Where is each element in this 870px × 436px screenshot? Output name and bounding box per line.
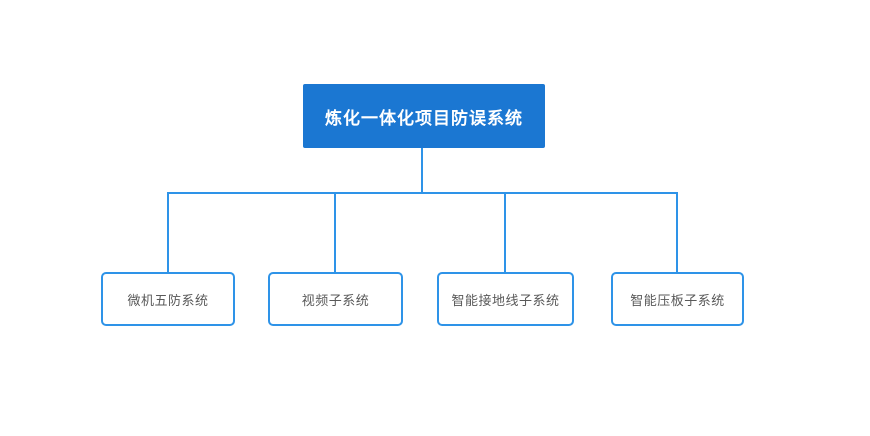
org-chart-child-node-4[interactable]: 智能压板子系统 bbox=[611, 272, 744, 326]
org-chart-child-node-1[interactable]: 微机五防系统 bbox=[101, 272, 235, 326]
connector-root-stem bbox=[421, 148, 423, 193]
connector-drop-4 bbox=[676, 192, 678, 272]
connector-horizontal-bar bbox=[167, 192, 678, 194]
connector-drop-2 bbox=[334, 192, 336, 272]
org-chart-child-node-2[interactable]: 视频子系统 bbox=[268, 272, 403, 326]
org-chart-root-node[interactable]: 炼化一体化项目防误系统 bbox=[303, 84, 545, 148]
connector-drop-3 bbox=[504, 192, 506, 272]
connector-drop-1 bbox=[167, 192, 169, 272]
org-chart-child-node-3[interactable]: 智能接地线子系统 bbox=[437, 272, 574, 326]
